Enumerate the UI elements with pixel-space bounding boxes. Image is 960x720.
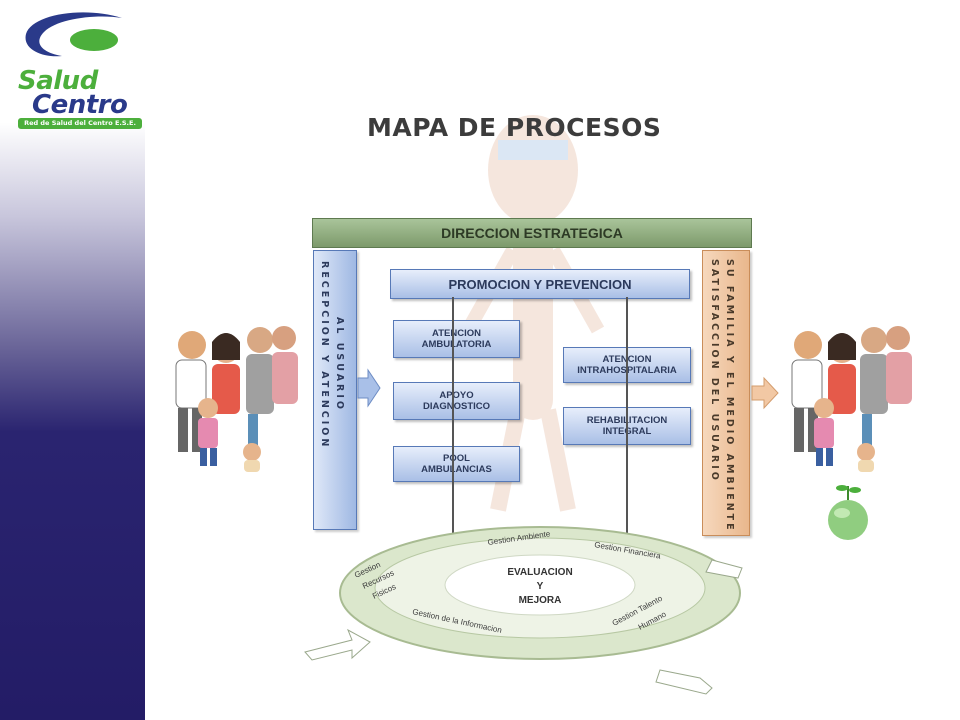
satisfaccion-label: SATISFACCION DEL USUARIO — [709, 259, 720, 483]
pool-line1: POOL — [443, 453, 470, 464]
satisfaccion-column: SATISFACCION DEL USUARIO SU FAMILIA Y EL… — [702, 250, 750, 536]
apo-line1: APOYO — [439, 390, 474, 401]
apo-line2: DIAGNOSTICO — [422, 401, 491, 412]
al-usuario-label: AL USUARIO — [334, 317, 345, 412]
recepcion-atencion-column: RECEPCION Y ATENCION AL USUARIO — [313, 250, 357, 530]
salud-centro-logo: Salud Centro Red de Salud del Centro E.S… — [14, 8, 144, 133]
diagram-title: MAPA DE PROCESOS — [367, 113, 662, 142]
logo-text-salud: Salud — [18, 66, 98, 96]
rehab-line1: REHABILITACION — [586, 415, 668, 426]
logo-text-centro: Centro — [32, 90, 128, 120]
recepcion-label: RECEPCION Y ATENCION — [319, 261, 330, 450]
rehab-line2: INTEGRAL — [602, 426, 652, 437]
left-sidebar: Salud Centro Red de Salud del Centro E.S… — [0, 0, 145, 720]
promocion-prevencion-box: PROMOCION Y PREVENCION — [390, 269, 690, 299]
pool-line2: AMBULANCIAS — [421, 464, 492, 475]
amb-line2: AMBULATORIA — [421, 339, 492, 350]
logo-swoosh-icon — [25, 12, 123, 57]
direccion-estrategica-box: DIRECCION ESTRATEGICA — [312, 218, 752, 248]
intra-line2: INTRAHOSPITALARIA — [577, 365, 677, 376]
amb-line1: ATENCION — [432, 328, 481, 339]
intra-line1: ATENCION — [602, 354, 652, 365]
logo-tagline: Red de Salud del Centro E.S.E. — [18, 118, 142, 129]
familia-ambiente-label: SU FAMILIA Y EL MEDIO AMBIENTE — [724, 259, 735, 533]
